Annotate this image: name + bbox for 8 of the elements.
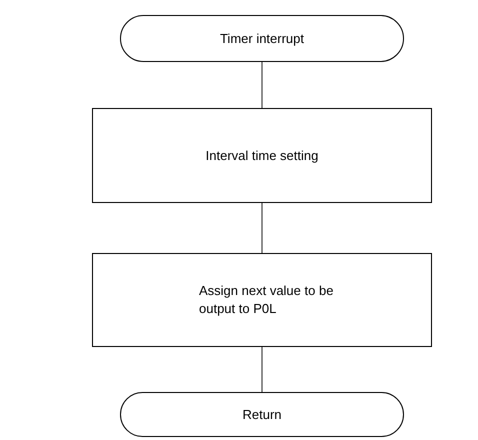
node-label: Timer interrupt: [220, 30, 304, 48]
node-label: Assign next value to be output to P0L: [199, 282, 334, 318]
process-box: [92, 253, 432, 347]
node-label: Interval time setting: [206, 146, 318, 164]
terminal-shape: [120, 392, 404, 437]
terminal-shape: [120, 15, 404, 62]
process-box: [92, 108, 432, 203]
node-label: Return: [242, 406, 282, 424]
